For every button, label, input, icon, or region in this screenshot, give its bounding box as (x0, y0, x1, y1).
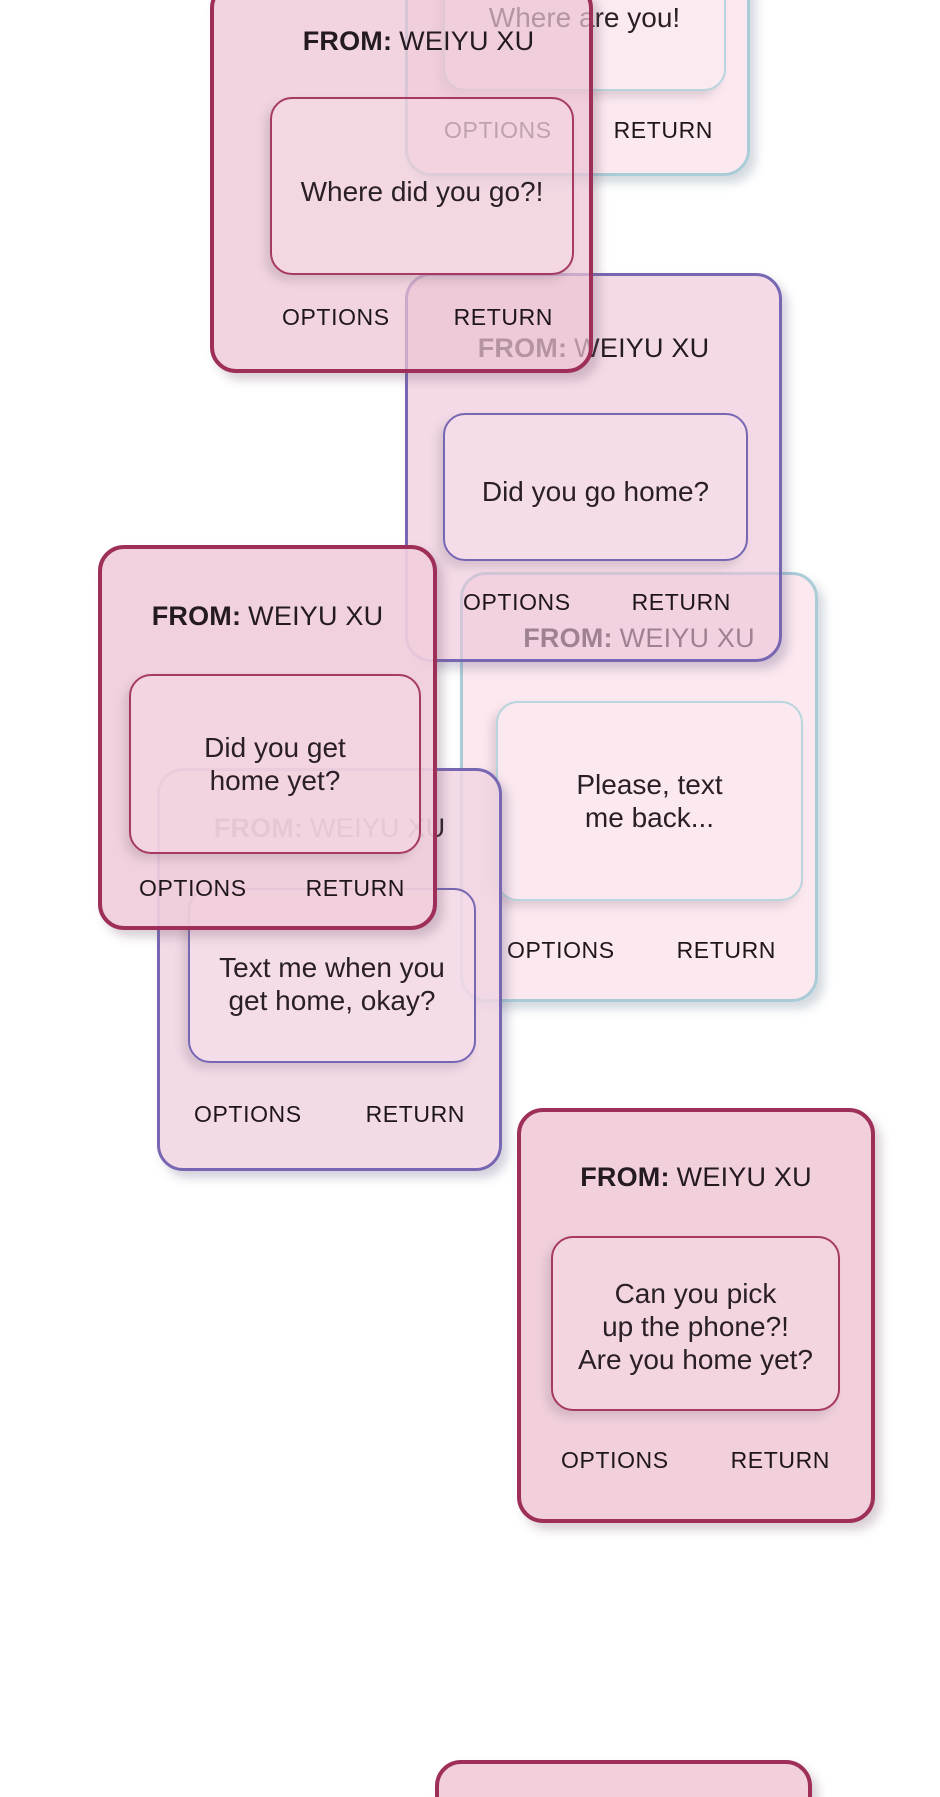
options-button[interactable]: OPTIONS (194, 1101, 302, 1127)
message-card-where-did-you-go: FROM:WEIYU XU Where did you go?! OPTIONS… (210, 0, 593, 373)
message-box: Please, text me back... (496, 701, 803, 901)
message-box: Text me when you get home, okay? (188, 888, 476, 1063)
message-card-can-you-pick-up-the-phone: FROM:WEIYU XU Can you pick up the phone?… (517, 1108, 875, 1523)
message-text: Text me when you get home, okay? (219, 951, 445, 1016)
from-label: FROM: (580, 1162, 670, 1192)
button-row: OPTIONS RETURN (463, 937, 815, 963)
card-header: FROM:WEIYU XU (231, 26, 606, 57)
return-button[interactable]: RETURN (453, 304, 553, 330)
card-header: FROM:WEIYU XU (521, 1162, 871, 1193)
card-header: FROM:WEIYU XU (102, 601, 433, 632)
message-text: Did you go home? (481, 475, 710, 507)
message-box: Where did you go?! (270, 97, 574, 275)
return-button[interactable]: RETURN (730, 1447, 830, 1473)
return-button[interactable]: RETURN (631, 589, 731, 615)
return-button[interactable]: RETURN (676, 937, 776, 963)
options-button[interactable]: OPTIONS (463, 589, 571, 615)
message-text: Can you pick up the phone?! Are you home… (577, 1278, 814, 1375)
button-row: OPTIONS RETURN (214, 304, 589, 330)
button-row: OPTIONS RETURN (408, 589, 779, 615)
return-button[interactable]: RETURN (365, 1101, 465, 1127)
message-card-text-me-when-you-get-home: FROM:WEIYU XU Text me when you get home,… (157, 768, 502, 1171)
message-card-did-you-get-home-yet: FROM:WEIYU XU Did you get home yet? OPTI… (98, 545, 437, 930)
sender-name: WEIYU XU (399, 26, 535, 56)
message-text: Did you get home yet? (204, 732, 346, 796)
options-button[interactable]: OPTIONS (561, 1447, 669, 1473)
options-button[interactable]: OPTIONS (282, 304, 390, 330)
message-text: Where did you go?! (300, 175, 544, 207)
options-button[interactable]: OPTIONS (139, 875, 247, 901)
return-button[interactable]: RETURN (613, 117, 713, 143)
message-box: Can you pick up the phone?! Are you home… (551, 1236, 840, 1411)
from-label: FROM: (151, 601, 242, 631)
message-card-partial-bottom (435, 1760, 812, 1797)
message-card-did-you-go-home: FROM:WEIYU XU Did you go home? OPTIONS R… (405, 273, 782, 662)
message-box: Did you get home yet? (129, 674, 421, 854)
return-button[interactable]: RETURN (305, 875, 405, 901)
button-row: OPTIONS RETURN (160, 1101, 499, 1127)
options-button[interactable]: OPTIONS (507, 937, 615, 963)
button-row: OPTIONS RETURN (521, 1447, 871, 1473)
button-row: OPTIONS RETURN (102, 875, 433, 901)
message-box: Did you go home? (443, 413, 748, 561)
from-label: FROM: (302, 26, 393, 56)
message-text: Please, text me back... (576, 769, 723, 833)
sender-name: WEIYU XU (248, 601, 384, 631)
sender-name: WEIYU XU (676, 1162, 812, 1192)
sender-name: WEIYU XU (574, 333, 710, 363)
